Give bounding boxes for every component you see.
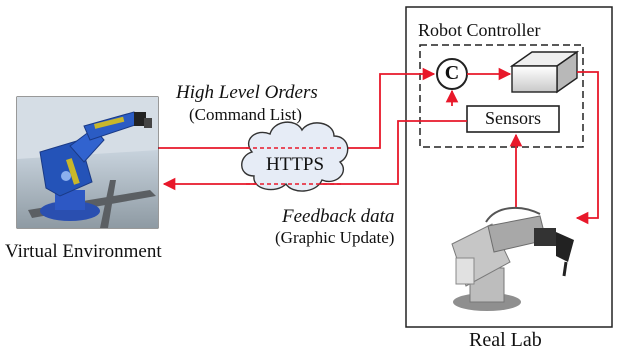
controller-dashed-region (419, 44, 584, 148)
https-cloud-icon (241, 121, 349, 192)
orders-subtitle: (Command List) (189, 105, 302, 124)
sensors-label: Sensors (484, 108, 541, 128)
controller-symbol: C (444, 62, 460, 84)
robot-controller-box (405, 6, 613, 328)
orders-title: High Level Orders (176, 82, 318, 103)
https-label: HTTPS (265, 154, 325, 175)
feedback-title: Feedback data (282, 206, 395, 227)
sensors-box (466, 105, 560, 133)
real-lab-label: Real Lab (469, 329, 542, 351)
robot-controller-title: Robot Controller (418, 20, 541, 40)
virtual-environment-image (16, 96, 159, 229)
actuator-to-robot-arrow (575, 71, 599, 225)
actuator-box-icon (509, 50, 580, 94)
virtual-environment-label: Virtual Environment (5, 241, 162, 262)
real-robot-image (451, 206, 574, 311)
feedback-subtitle: (Graphic Update) (275, 228, 395, 247)
